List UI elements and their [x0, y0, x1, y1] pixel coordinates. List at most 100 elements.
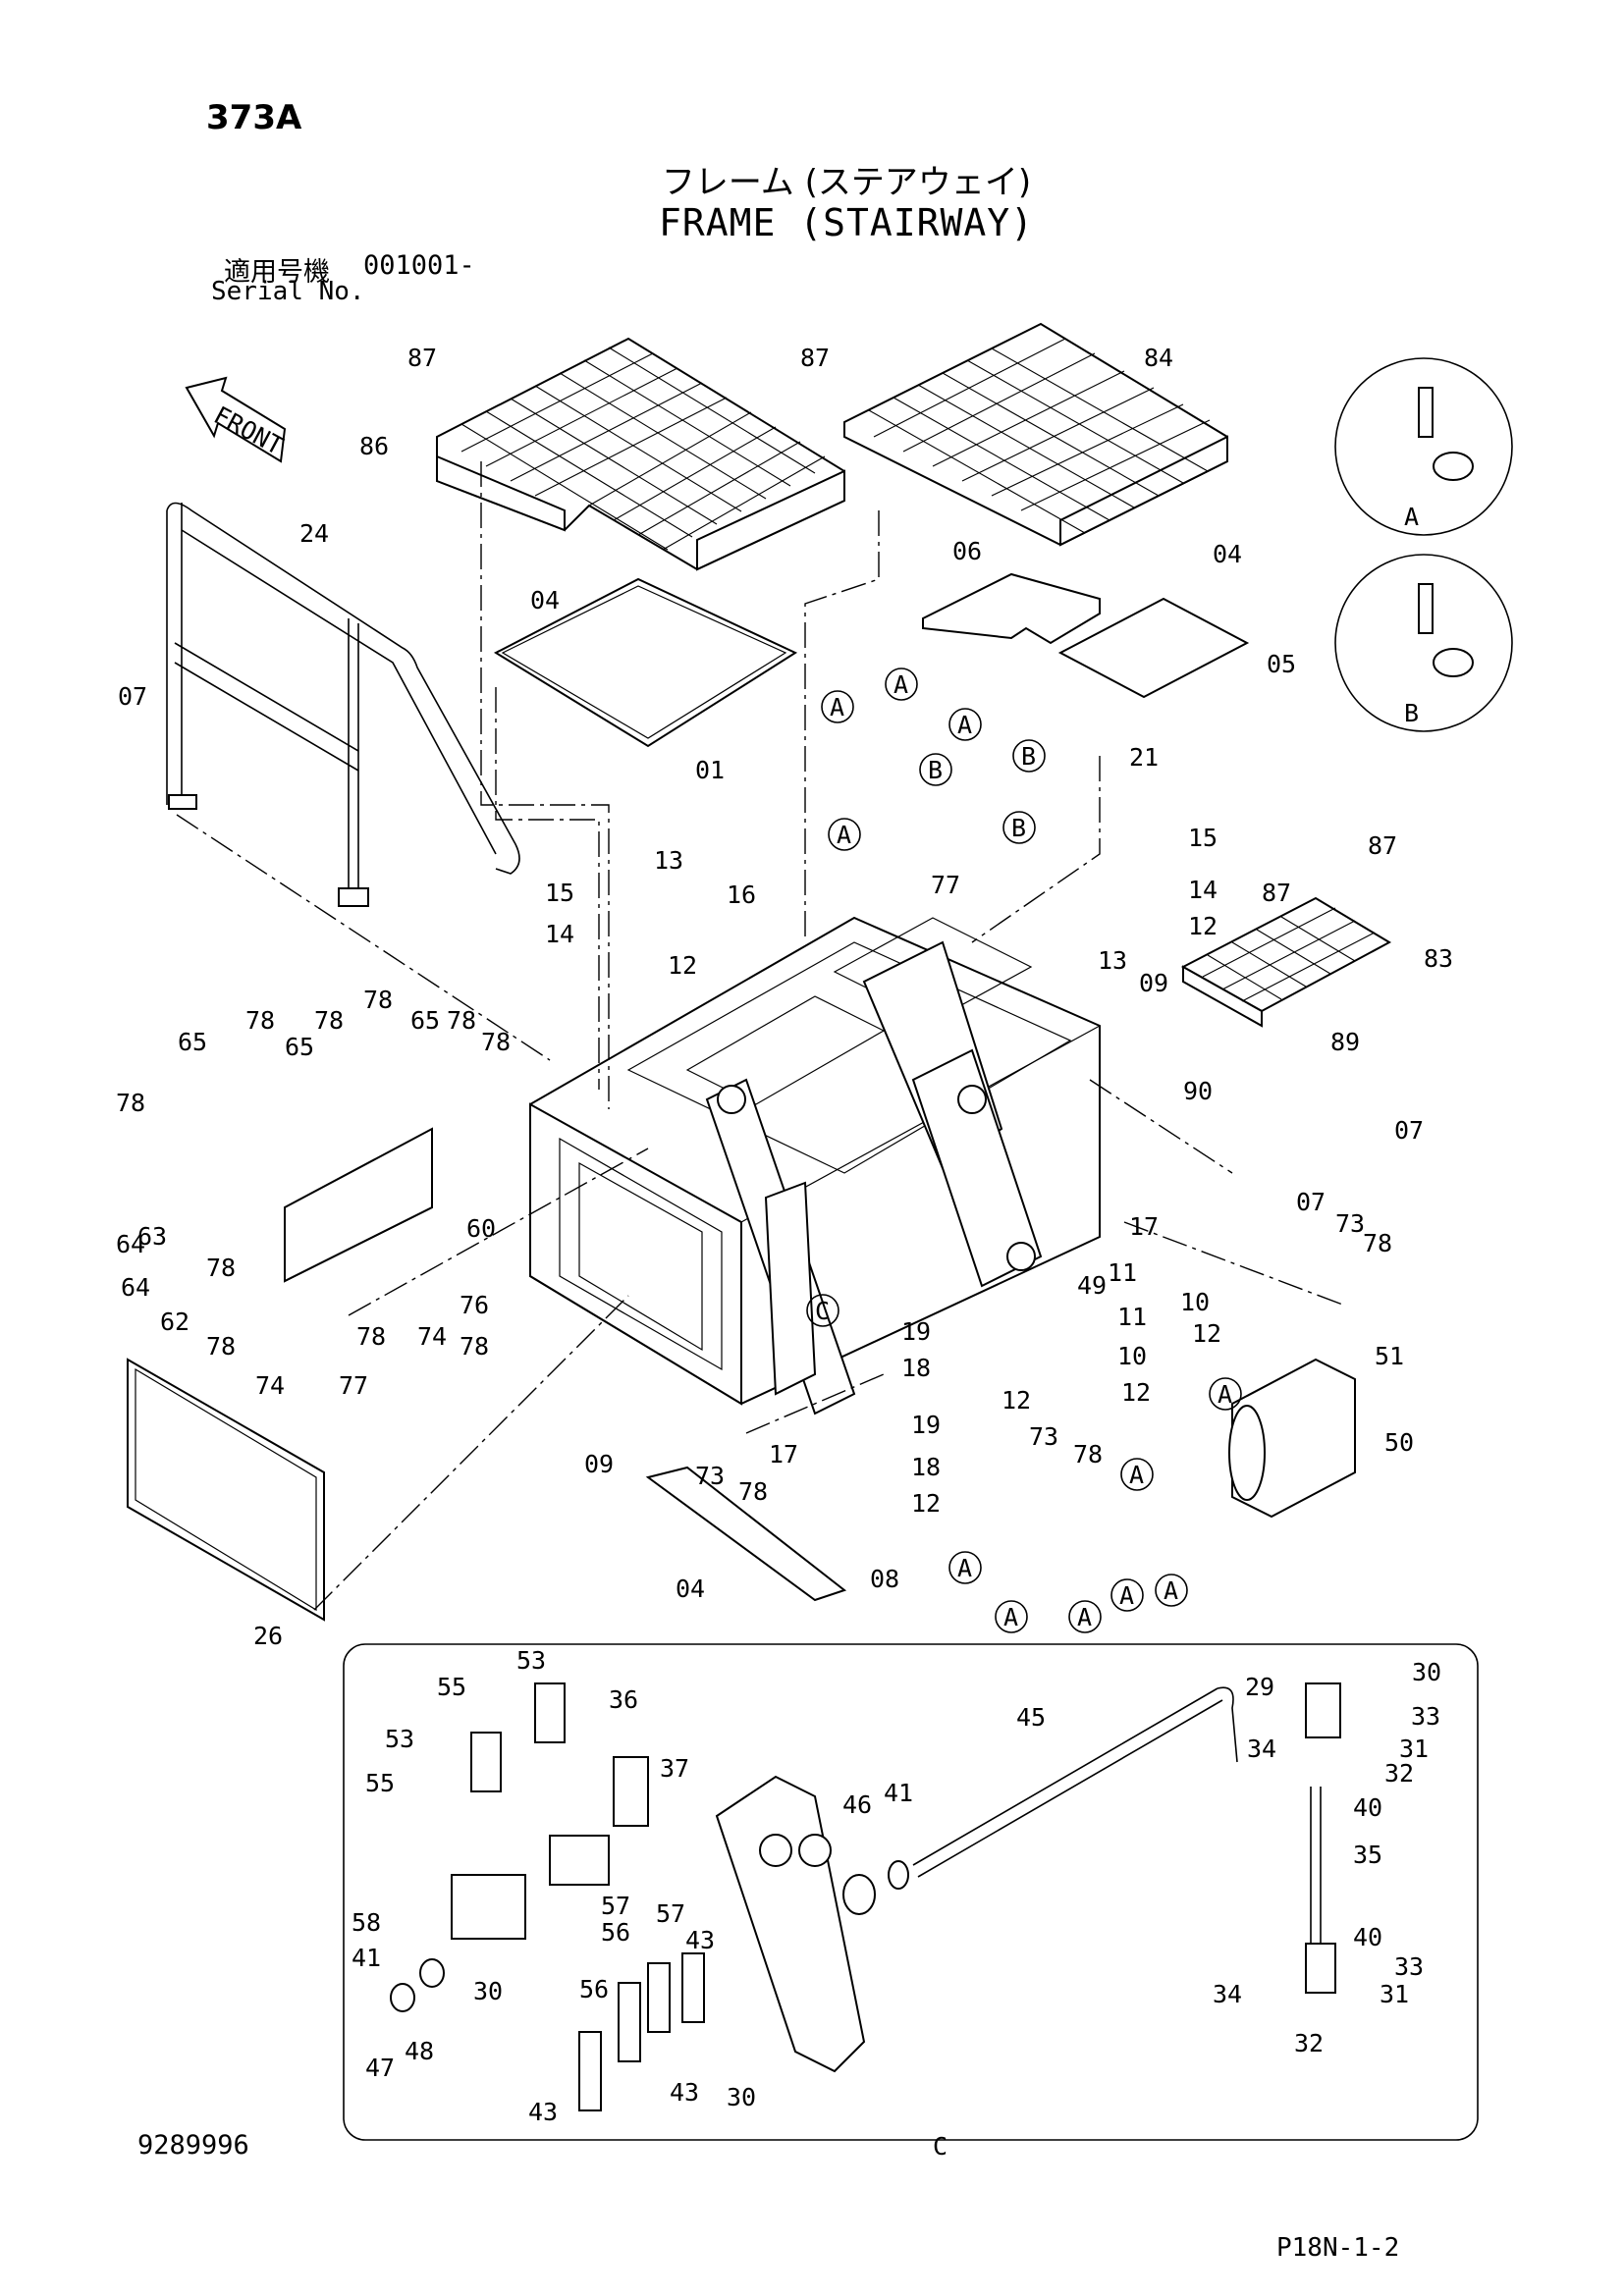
callout: 78 [206, 1332, 236, 1361]
callout: 05 [1267, 650, 1296, 678]
link-brackets [705, 940, 1043, 1415]
callout: 07 [1394, 1116, 1424, 1145]
callout: 40 [1353, 1923, 1382, 1951]
callout: 78 [738, 1477, 768, 1506]
callout: 17 [769, 1440, 798, 1468]
callout: 06 [952, 537, 982, 565]
detail-c-label: C [933, 2132, 947, 2161]
callout: 21 [1129, 743, 1159, 772]
callout: 78 [447, 1006, 476, 1035]
svg-text:A: A [893, 670, 908, 699]
panel-60 [284, 1127, 433, 1283]
callout: 84 [1144, 344, 1173, 372]
serial-label-japanese: 適用号機 [224, 257, 330, 288]
callout: 12 [1188, 912, 1218, 940]
step-83 [1180, 896, 1392, 1028]
callout: 12 [1001, 1386, 1031, 1415]
plate-08 [645, 1466, 847, 1602]
callout: 14 [1188, 876, 1218, 904]
callout: 76 [460, 1291, 489, 1319]
callout: 65 [178, 1028, 207, 1056]
callout: 51 [1375, 1342, 1404, 1370]
callout: 64 [116, 1230, 145, 1258]
callout: 10 [1117, 1342, 1147, 1370]
callout: 78 [116, 1089, 145, 1117]
callout: 87 [1262, 879, 1291, 907]
detail-c-frame [343, 1643, 1479, 2141]
svg-text:C: C [815, 1297, 830, 1325]
callout: 30 [727, 2083, 756, 2111]
callout: 12 [911, 1489, 941, 1518]
callout: 55 [437, 1673, 466, 1701]
callout-labels: 87 86 87 84 24 07 04 06 04 05 01 21 77 1… [116, 344, 1453, 2126]
callout: 35 [1353, 1841, 1382, 1869]
callout: 04 [1213, 540, 1242, 568]
plate-26 [127, 1358, 325, 1622]
callout: 04 [530, 586, 560, 614]
callout: 78 [356, 1322, 386, 1351]
callout: 04 [676, 1575, 705, 1603]
callout: 17 [1129, 1212, 1159, 1241]
plate-05 [1057, 597, 1250, 699]
callout: 43 [528, 2098, 558, 2126]
title-english: FRAME (STAIRWAY) [658, 201, 1035, 244]
callout: 36 [609, 1685, 638, 1714]
cover-plate-01 [493, 577, 798, 748]
grating-right [843, 322, 1228, 547]
callout: 74 [255, 1371, 285, 1400]
callout: 26 [253, 1622, 283, 1650]
front-arrow: FRONT [185, 376, 288, 463]
detail-a-label: A [1404, 503, 1419, 531]
callout: 13 [654, 846, 683, 875]
callout: 63 [137, 1222, 167, 1251]
callout: 78 [206, 1254, 236, 1282]
callout: 64 [121, 1273, 150, 1302]
callout: 47 [365, 2054, 395, 2082]
callout: 40 [1353, 1793, 1382, 1822]
callout: 57 [656, 1899, 685, 1928]
callout: 01 [695, 756, 725, 784]
svg-text:B: B [1021, 742, 1036, 771]
callout: 55 [365, 1769, 395, 1797]
callout: 37 [660, 1754, 689, 1783]
callout: 78 [245, 1006, 275, 1035]
callout: 07 [1296, 1188, 1326, 1216]
callout: 33 [1394, 1952, 1424, 1981]
detail-b-label: B [1404, 699, 1419, 727]
callout: 14 [545, 920, 574, 948]
callout: 09 [584, 1450, 614, 1478]
callout: 53 [516, 1646, 546, 1675]
callout: 87 [800, 344, 830, 372]
callout: 16 [727, 881, 756, 909]
leader-lines [176, 461, 1346, 1611]
callout: 73 [1335, 1209, 1365, 1238]
callout: 32 [1384, 1759, 1414, 1788]
callout: 32 [1294, 2029, 1324, 2057]
callout: 15 [545, 879, 574, 907]
plate-06 [922, 572, 1101, 645]
callout: 31 [1399, 1735, 1429, 1763]
detail-circle-b: B [1334, 554, 1513, 732]
callout: 30 [1412, 1658, 1441, 1686]
callout: 33 [1411, 1702, 1440, 1731]
serial-label-english: Serial No. [211, 277, 365, 306]
svg-text:A: A [837, 821, 851, 849]
callout: 12 [668, 951, 697, 980]
callout: 83 [1424, 944, 1453, 973]
callout: 30 [473, 1977, 503, 2005]
callout: 31 [1380, 1980, 1409, 2008]
callout: 11 [1117, 1303, 1147, 1331]
callout: 09 [1139, 969, 1168, 997]
grating-left [436, 337, 845, 571]
svg-text:A: A [1003, 1603, 1018, 1631]
callout: 24 [299, 519, 329, 548]
callout: 43 [685, 1926, 715, 1954]
callout: 78 [1073, 1440, 1103, 1468]
svg-text:A: A [1164, 1576, 1178, 1605]
callout: 62 [160, 1308, 189, 1336]
callout: 29 [1245, 1673, 1274, 1701]
svg-text:A: A [1129, 1461, 1144, 1489]
callout: 78 [314, 1006, 344, 1035]
callout: 86 [359, 432, 389, 460]
